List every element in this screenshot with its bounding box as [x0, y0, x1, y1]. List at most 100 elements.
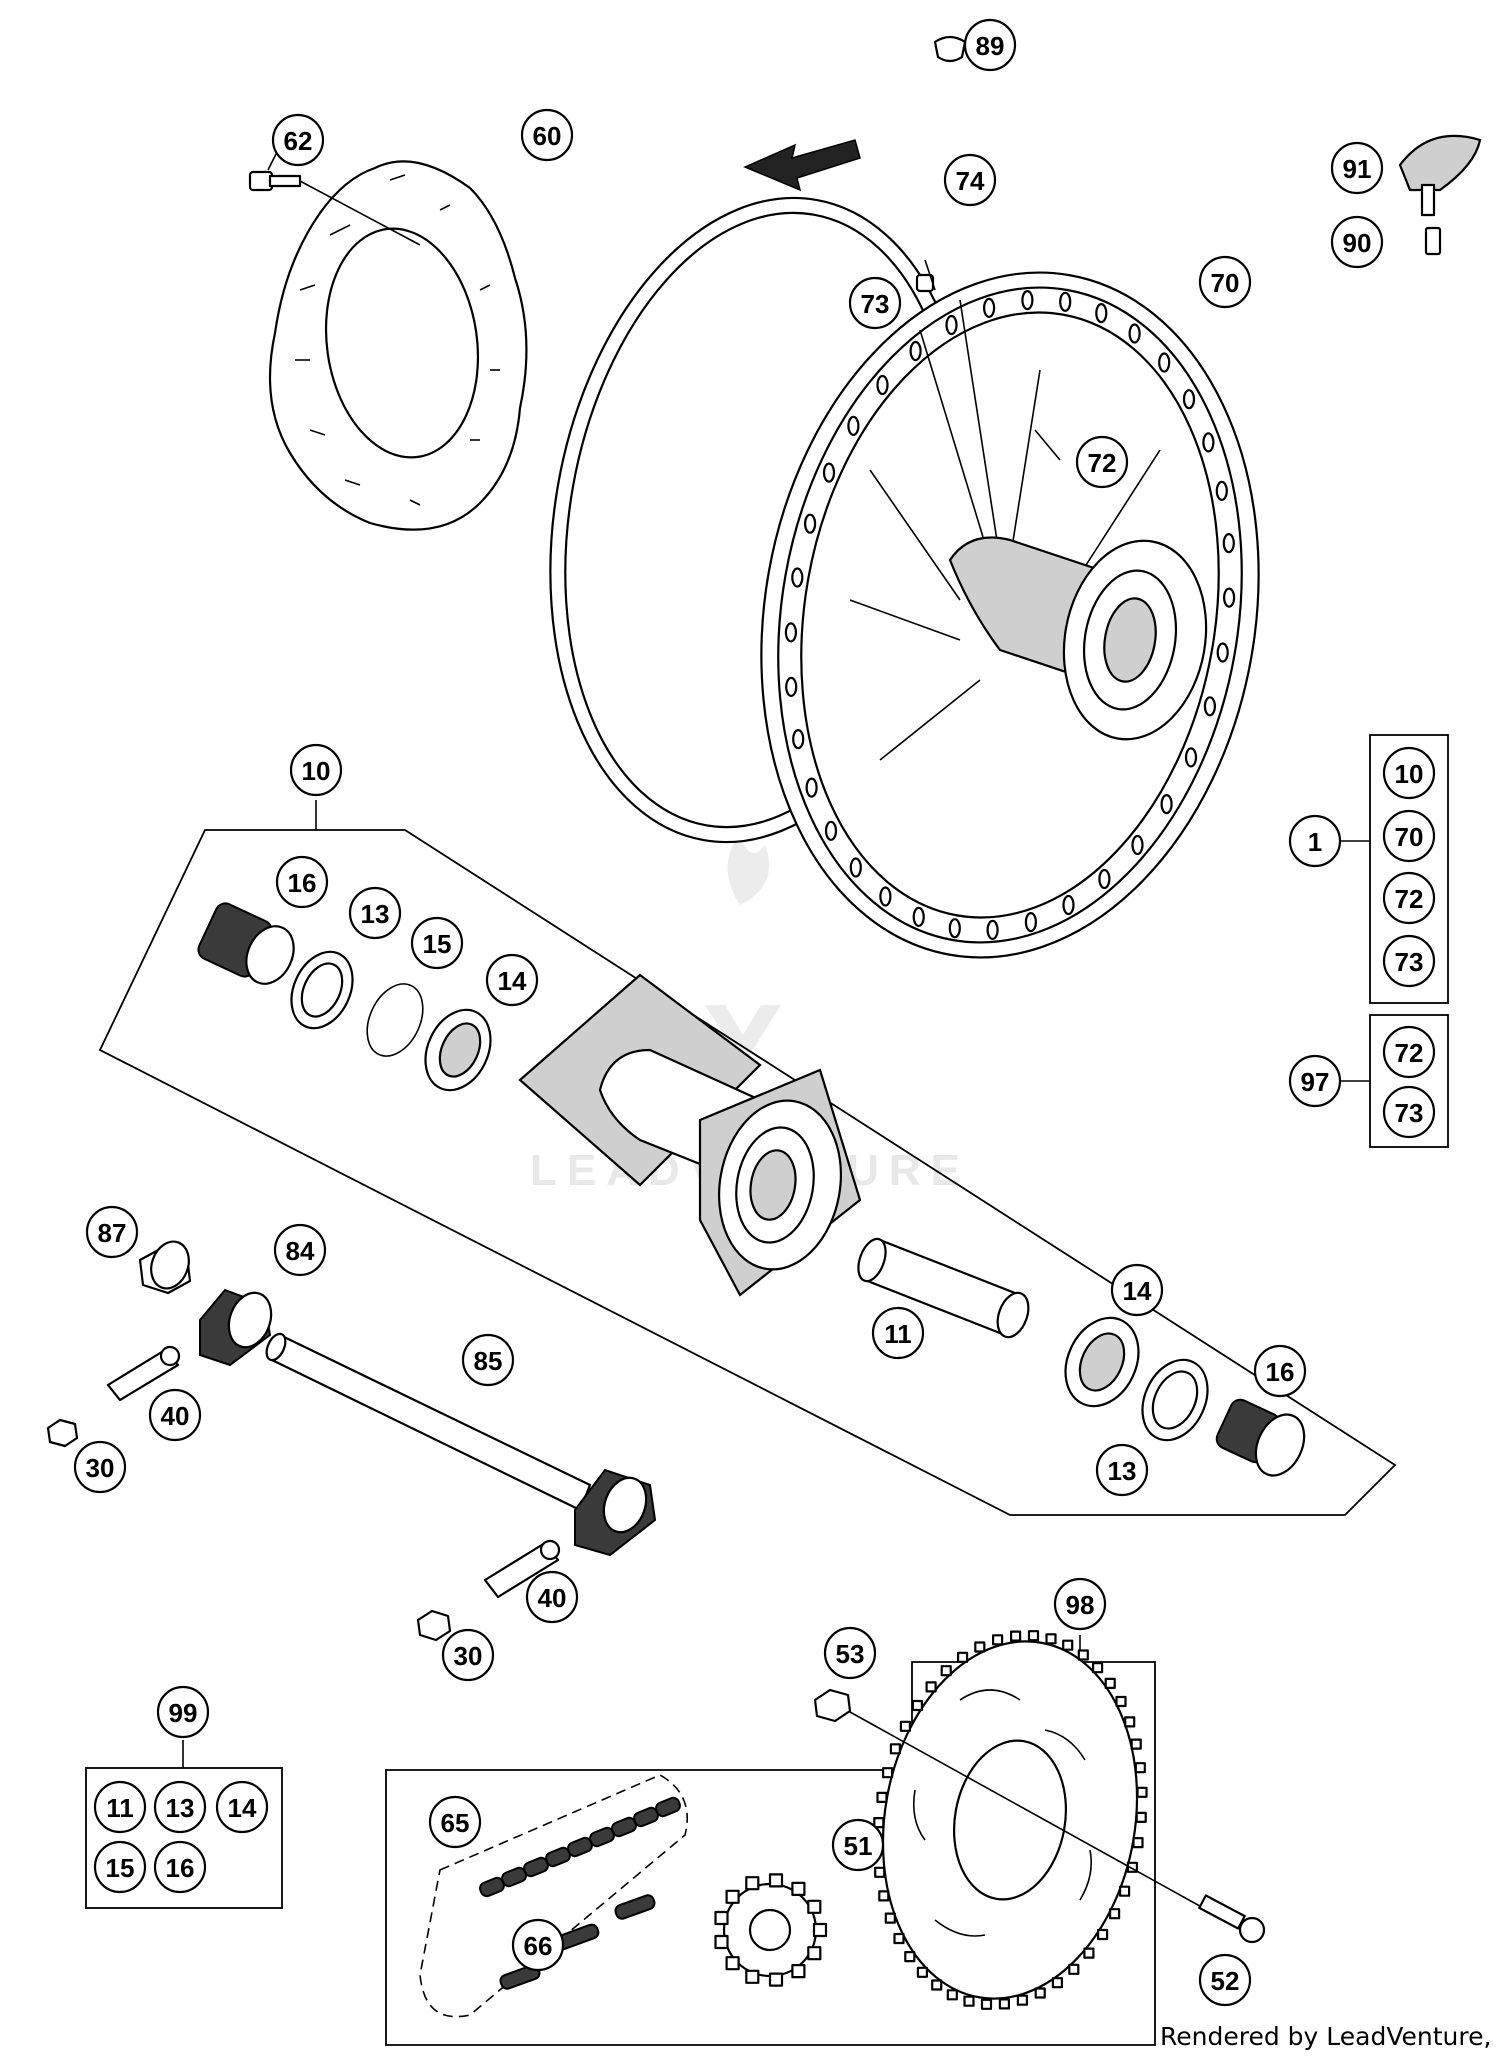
callout-number: 14	[228, 1793, 257, 1823]
callout-number: 73	[1395, 947, 1424, 977]
callout-number: 16	[288, 868, 317, 898]
callout-circle	[153, 1780, 207, 1834]
shaft-seal-right	[1215, 1398, 1306, 1477]
callout-c72a: 72	[1075, 435, 1129, 489]
callout-number: 13	[1108, 1456, 1137, 1486]
callout-c85: 85	[461, 1333, 515, 1387]
callout-c89: 89	[963, 18, 1017, 72]
callout-circle	[1382, 934, 1436, 988]
adjuster-pin-left	[106, 1345, 181, 1402]
callout-circle	[1198, 1953, 1252, 2007]
callout-c16a: 16	[275, 855, 329, 909]
callout-number: 14	[498, 966, 527, 996]
callout-circle	[348, 886, 402, 940]
disc-screw	[248, 170, 421, 246]
callout-circle	[871, 1306, 925, 1360]
radial-seal-right	[1141, 1358, 1209, 1442]
callout-circle	[1288, 814, 1342, 868]
callout-number: 91	[1343, 154, 1372, 184]
callout-g99_14: 14	[215, 1780, 269, 1834]
callout-number: 16	[166, 1853, 195, 1883]
callout-circle	[441, 1628, 495, 1682]
callout-circle	[1198, 255, 1252, 309]
rim-spoke-holes	[784, 290, 1236, 941]
front-sprocket	[714, 1873, 828, 1987]
callout-c1: 1	[1288, 814, 1342, 868]
callout-number: 13	[166, 1793, 195, 1823]
callout-circle	[831, 1818, 885, 1872]
rear-hub	[518, 973, 862, 1297]
callout-c99: 99	[156, 1685, 210, 1739]
callout-circle	[485, 953, 539, 1007]
chain-links	[479, 1796, 681, 1898]
callout-circle	[943, 153, 997, 207]
chain-adjuster-right	[574, 1468, 657, 1557]
callout-c13b: 13	[1095, 1443, 1149, 1497]
axle-nut	[138, 1240, 192, 1295]
callout-circle	[148, 1388, 202, 1442]
callout-number: 15	[423, 929, 452, 959]
callout-circle	[1095, 1443, 1149, 1497]
callout-circle	[848, 276, 902, 330]
callout-circle	[215, 1780, 269, 1834]
callout-number: 72	[1395, 884, 1424, 914]
callout-circle	[85, 1205, 139, 1259]
callout-number: 70	[1211, 268, 1240, 298]
chain-loop	[419, 1774, 689, 2018]
callout-number: 62	[284, 126, 313, 156]
callout-circle	[1382, 809, 1436, 863]
callout-number: 40	[538, 1583, 567, 1613]
callout-circle	[1075, 435, 1129, 489]
callout-number: 11	[106, 1793, 134, 1823]
callout-circle	[1330, 141, 1384, 195]
callout-circle	[289, 743, 343, 797]
callout-circle	[273, 1223, 327, 1277]
callout-circle	[823, 1626, 877, 1680]
callout-circle	[156, 1685, 210, 1739]
callout-number: 65	[441, 1808, 470, 1838]
callout-circle	[73, 1440, 127, 1494]
callout-g1_10: 10	[1382, 746, 1436, 800]
callout-circle	[1382, 1025, 1436, 1079]
callout-c97: 97	[1288, 1054, 1342, 1108]
callout-g1_73: 73	[1382, 934, 1436, 988]
callout-number: 53	[836, 1639, 865, 1669]
callout-number: 89	[976, 31, 1005, 61]
callout-number: 85	[474, 1346, 503, 1376]
callout-c14b: 14	[1110, 1263, 1164, 1317]
callout-g99_15: 15	[93, 1840, 147, 1894]
rear-wheel	[760, 271, 1260, 959]
callout-number: 84	[286, 1236, 315, 1266]
callout-circle	[1288, 1054, 1342, 1108]
callout-c66: 66	[511, 1918, 565, 1972]
rotation-arrow	[743, 139, 861, 192]
callout-number: 1	[1308, 827, 1322, 857]
callout-c52: 52	[1198, 1953, 1252, 2007]
callout-circle	[410, 916, 464, 970]
callout-c10: 10	[289, 743, 343, 797]
adjuster-pin-right	[483, 1539, 561, 1599]
callout-c11: 11	[871, 1306, 925, 1360]
callout-number: 98	[1066, 1590, 1095, 1620]
callout-circle	[1382, 871, 1436, 925]
callout-circle	[271, 113, 325, 167]
spacer-sleeve	[857, 1237, 1030, 1339]
callout-number: 70	[1395, 822, 1424, 852]
radial-seal-left	[290, 950, 354, 1030]
callout-number: 72	[1088, 448, 1117, 478]
callout-c91: 91	[1330, 141, 1384, 195]
callout-number: 15	[106, 1853, 135, 1883]
callout-number: 87	[98, 1218, 127, 1248]
callout-g97_73: 73	[1382, 1085, 1436, 1139]
callout-c40b: 40	[525, 1570, 579, 1624]
callout-number: 13	[361, 899, 390, 929]
ball-bearing-right	[1064, 1316, 1140, 1408]
kit-99-box	[85, 1767, 283, 1909]
callout-circle	[963, 18, 1017, 72]
callout-c74: 74	[943, 153, 997, 207]
callout-circle	[525, 1570, 579, 1624]
callout-g1_70: 70	[1382, 809, 1436, 863]
callout-c65: 65	[428, 1795, 482, 1849]
